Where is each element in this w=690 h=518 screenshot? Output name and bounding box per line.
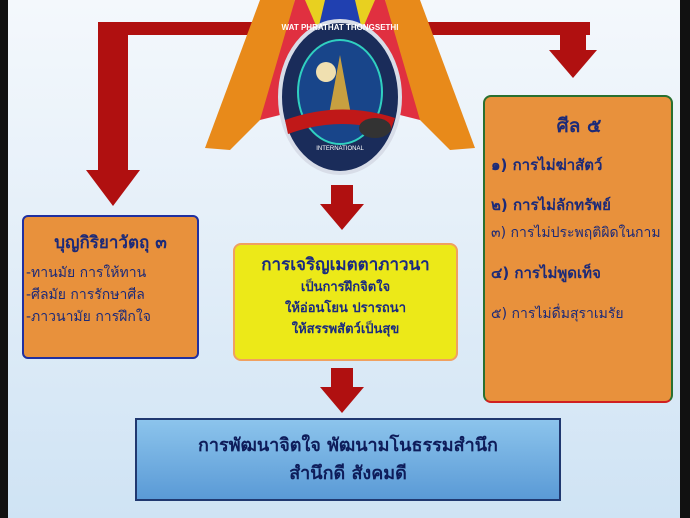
svg-text:INTERNATIONAL: INTERNATIONAL	[316, 146, 364, 152]
metta-line: ให้อ่อนโยน ปรารถนา	[284, 301, 406, 316]
development-line: สำนึกดี สังคมดี	[289, 463, 407, 484]
metta-line: ให้สรรพสัตว์เป็นสุข	[291, 322, 400, 337]
precept-item: ๑) การไม่ฆ่าสัตว์	[491, 156, 603, 174]
metta-title: การเจริญเมตตาภาวนา	[261, 255, 430, 275]
precept-item: ๕) การไม่ดื่มสุราเมรัย	[491, 306, 624, 322]
right-arrow-head	[549, 50, 597, 78]
merit-item: -ศีลมัย การรักษาศีล	[26, 287, 145, 303]
merit-box: บุญกิริยาวัตถุ ๓ -ทานมัย การให้ทาน -ศีลม…	[22, 215, 199, 359]
merit-item: -ทานมัย การให้ทาน	[26, 265, 147, 281]
bottom-arrow-head	[320, 387, 364, 413]
precept-item: ๒) การไม่ลักทรัพย์	[491, 196, 611, 214]
right-frame-edge	[680, 0, 690, 518]
center-arrow-shaft	[331, 185, 353, 205]
center-arrow-head	[320, 204, 364, 230]
left-frame-edge	[0, 0, 8, 518]
precepts-title: ศีล ๕	[556, 115, 602, 137]
left-arrow-head	[86, 170, 140, 206]
svg-text:WAT PHRATHAT THONGSETHI: WAT PHRATHAT THONGSETHI	[282, 23, 399, 32]
development-line: การพัฒนาจิตใจ พัฒนามโนธรรมสำนึก	[198, 435, 498, 456]
left-connector-bar	[98, 22, 128, 172]
five-precepts-box: ศีล ๕ ๑) การไม่ฆ่าสัตว์ ๒) การไม่ลักทรัพ…	[483, 95, 673, 403]
mind-development-box: การพัฒนาจิตใจ พัฒนามโนธรรมสำนึก สำนึกดี …	[135, 418, 561, 501]
temple-logo: INTERNATIONAL WAT PHRATHAT THONGSETHI	[205, 0, 475, 175]
merit-item: -ภาวนามัย การฝึกใจ	[26, 309, 151, 325]
precept-item: ๓) การไม่ประพฤติผิดในกาม	[491, 225, 661, 241]
metta-line: เป็นการฝึกจิตใจ	[300, 280, 391, 295]
metta-box: การเจริญเมตตาภาวนา เป็นการฝึกจิตใจ ให้อ่…	[233, 243, 458, 361]
precept-item: ๔) การไม่พูดเท็จ	[491, 264, 601, 282]
bottom-arrow-shaft	[331, 368, 353, 388]
merit-title: บุญกิริยาวัตถุ ๓	[54, 233, 167, 253]
right-connector-bar	[560, 22, 586, 52]
